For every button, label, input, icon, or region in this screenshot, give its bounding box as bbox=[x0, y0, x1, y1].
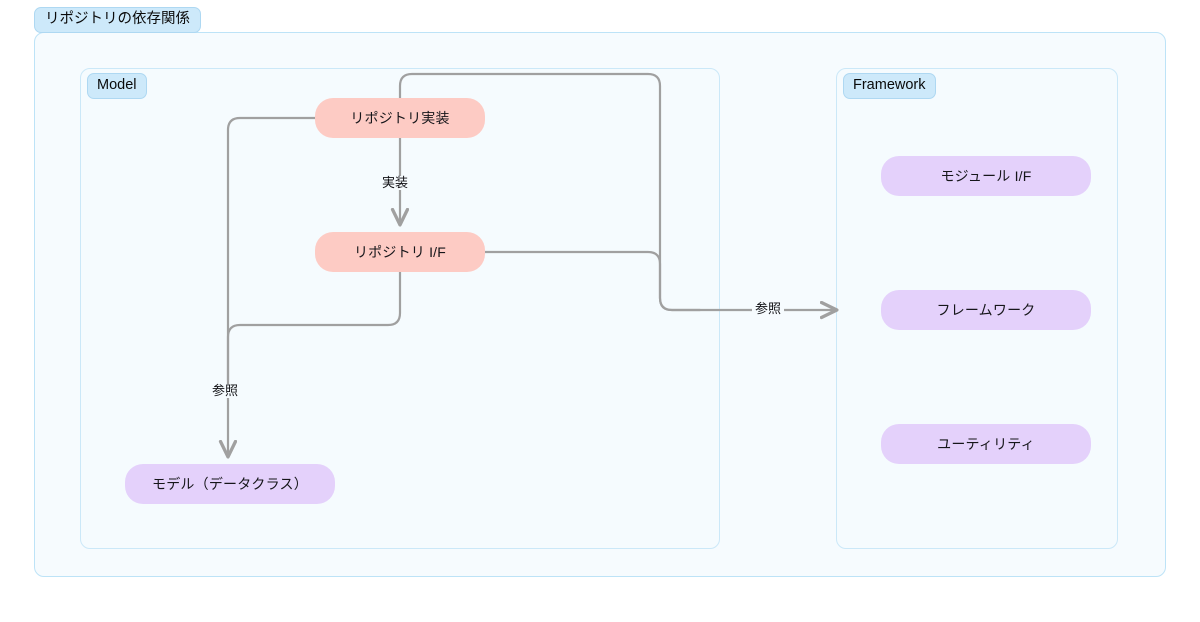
node-repository-implementation[interactable]: リポジトリ実装 bbox=[315, 98, 485, 138]
node-framework[interactable]: フレームワーク bbox=[881, 290, 1091, 330]
node-module-interface[interactable]: モジュール I/F bbox=[881, 156, 1091, 196]
edge-label-reference-framework: 参照 bbox=[752, 301, 785, 317]
edge-label-implement: 実装 bbox=[379, 175, 412, 191]
node-model-dataclass[interactable]: モデル（データクラス） bbox=[125, 464, 335, 504]
group-label-framework: Framework bbox=[843, 73, 936, 99]
node-utility[interactable]: ユーティリティ bbox=[881, 424, 1091, 464]
diagram-title: リポジトリの依存関係 bbox=[34, 7, 201, 33]
edge-label-reference-model: 参照 bbox=[209, 383, 242, 399]
node-repository-interface[interactable]: リポジトリ I/F bbox=[315, 232, 485, 272]
group-label-model: Model bbox=[87, 73, 147, 99]
